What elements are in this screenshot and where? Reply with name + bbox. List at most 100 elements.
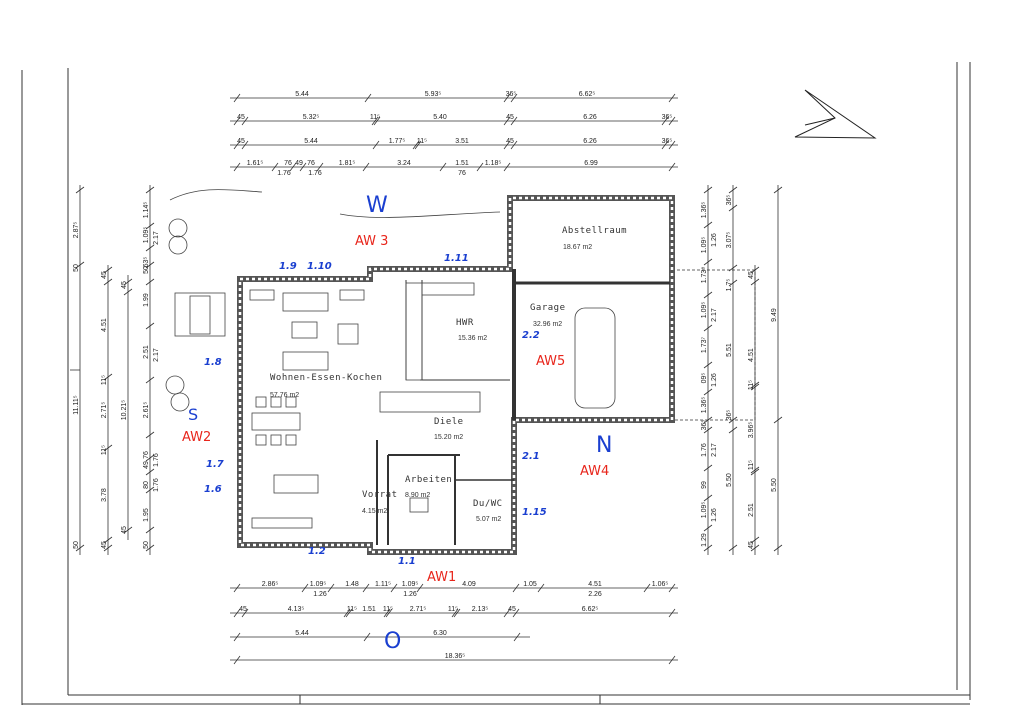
room-abstellraum: Abstellraum 18.67 m2 (562, 226, 627, 251)
dimension-label: 1.09⁵ (402, 581, 419, 588)
dimension-tick (703, 291, 713, 299)
dimension-label: 45 (506, 138, 514, 145)
dimension-label: 50 (143, 266, 150, 274)
orientation-south: S (188, 405, 198, 424)
dimension-label: 2.61⁵ (143, 402, 150, 419)
dimension-tick (512, 608, 520, 618)
dimension-label: 1.26 (711, 508, 718, 522)
dimension-tick (703, 186, 713, 194)
room-area: 8.90 m2 (405, 492, 430, 499)
dimension-tick (668, 93, 676, 103)
dimension-label: 63⁵ (143, 257, 150, 268)
dimension-label: 3.24 (397, 160, 411, 167)
dimension-label: 1.51 (455, 160, 469, 167)
dimension-tick (103, 536, 113, 544)
north-arrow-icon (794, 89, 877, 139)
dimension-label: 5.44 (295, 630, 309, 637)
dimension-tick (668, 162, 676, 172)
dimension-tick (123, 288, 133, 296)
dimension-tick (661, 140, 669, 150)
dimension-tick (728, 264, 738, 272)
dimension-tick (271, 162, 279, 172)
dimension-tick (416, 583, 424, 593)
dimension-label: 6.99 (584, 160, 598, 167)
dimension-tick (233, 162, 241, 172)
dimension-tick (510, 116, 518, 126)
dimension-label: 3.96⁵ (748, 422, 755, 439)
dimension-label: 2.71⁵ (101, 402, 108, 419)
room-name: Vorrat (362, 490, 398, 500)
dimension-tick (385, 608, 393, 618)
dimension-label: 3.78 (101, 488, 108, 502)
dimension-tick (513, 632, 521, 642)
dimension-tick (241, 608, 249, 618)
dimension-label: 45 (237, 138, 245, 145)
dimension-tick (289, 162, 297, 172)
dimension-label: 1.26 (313, 591, 327, 598)
window-label: 1.10 (307, 261, 332, 272)
room-area: 15.36 m2 (458, 335, 487, 342)
dimension-tick (145, 222, 155, 230)
dimension-tick (145, 261, 155, 269)
dimension-label: 45 (121, 281, 128, 289)
dimension-label: 4.51 (588, 581, 602, 588)
dimension-tick (145, 278, 155, 286)
window-label: 1.2 (308, 546, 326, 557)
dimension-tick (703, 324, 713, 332)
room-area: 4.15 m2 (362, 508, 387, 515)
orientation-north: N (596, 433, 612, 458)
dimension-label: 5.50 (771, 478, 778, 492)
dimension-tick (750, 468, 760, 476)
dimension-label: 1.76 (153, 453, 160, 467)
wall-label-aw1: AW1 (427, 570, 456, 585)
dimension-label: 1.61⁵ (247, 160, 264, 167)
dimension-label: 1.76 (308, 170, 322, 177)
dimension-label: 1.81⁵ (339, 160, 356, 167)
dimension-tick (728, 426, 738, 434)
dimension-label: 2.51 (748, 503, 755, 517)
dimension-label: 45 (121, 526, 128, 534)
dimension-label: 36⁵ (662, 138, 673, 145)
dimension-label: 50 (143, 541, 150, 549)
room-garage: Garage 32.96 m2 (530, 303, 565, 328)
dimension-tick (371, 116, 379, 126)
dimension-label: 45 (101, 271, 108, 279)
wall-label-aw3: AW 3 (355, 234, 388, 249)
dimension-label: 11⁵ (417, 138, 427, 145)
dimension-label: 76 (458, 170, 466, 177)
dimension-tick (510, 93, 518, 103)
dimension-label: 1.36⁵ (701, 202, 708, 219)
dimension-label: 4.51 (748, 348, 755, 362)
dimension-tick (241, 116, 249, 126)
dimension-tick (103, 278, 113, 286)
dimension-label: 6.62⁵ (582, 606, 599, 613)
dimension-label: 76 (284, 160, 292, 167)
dimension-label: 45 (237, 114, 245, 121)
room-area: 32.96 m2 (533, 321, 562, 328)
dimension-label: 3.07⁵ (726, 232, 733, 249)
dimension-label: 36⁵ (701, 420, 708, 431)
dimension-label: 1.06⁵ (652, 581, 669, 588)
dimension-label: 5.44 (304, 138, 318, 145)
dimension-label: 5.51 (726, 343, 733, 357)
dimension-label: 1.29 (701, 533, 708, 547)
dimension-label: 2.87⁵ (73, 222, 80, 239)
window-label: 1.1 (398, 556, 416, 567)
dimension-label: 4.09 (462, 581, 476, 588)
dimension-label: 36⁵ (506, 91, 517, 98)
dimension-tick (241, 140, 249, 150)
dimension-label: 1.09⁵ (701, 237, 708, 254)
dimension-tick (390, 583, 398, 593)
dimension-tick (372, 140, 380, 150)
dimension-label: 1.7⁵ (726, 279, 733, 292)
dimension-label: 1.05 (523, 581, 537, 588)
dimension-label: 45 (508, 606, 516, 613)
dimension-tick (103, 373, 113, 381)
dimension-tick (145, 376, 155, 384)
dimension-tick (327, 583, 335, 593)
dimension-tick (773, 416, 783, 424)
dimension-label: 45 (748, 541, 755, 549)
dimension-label: 1.95 (143, 508, 150, 522)
